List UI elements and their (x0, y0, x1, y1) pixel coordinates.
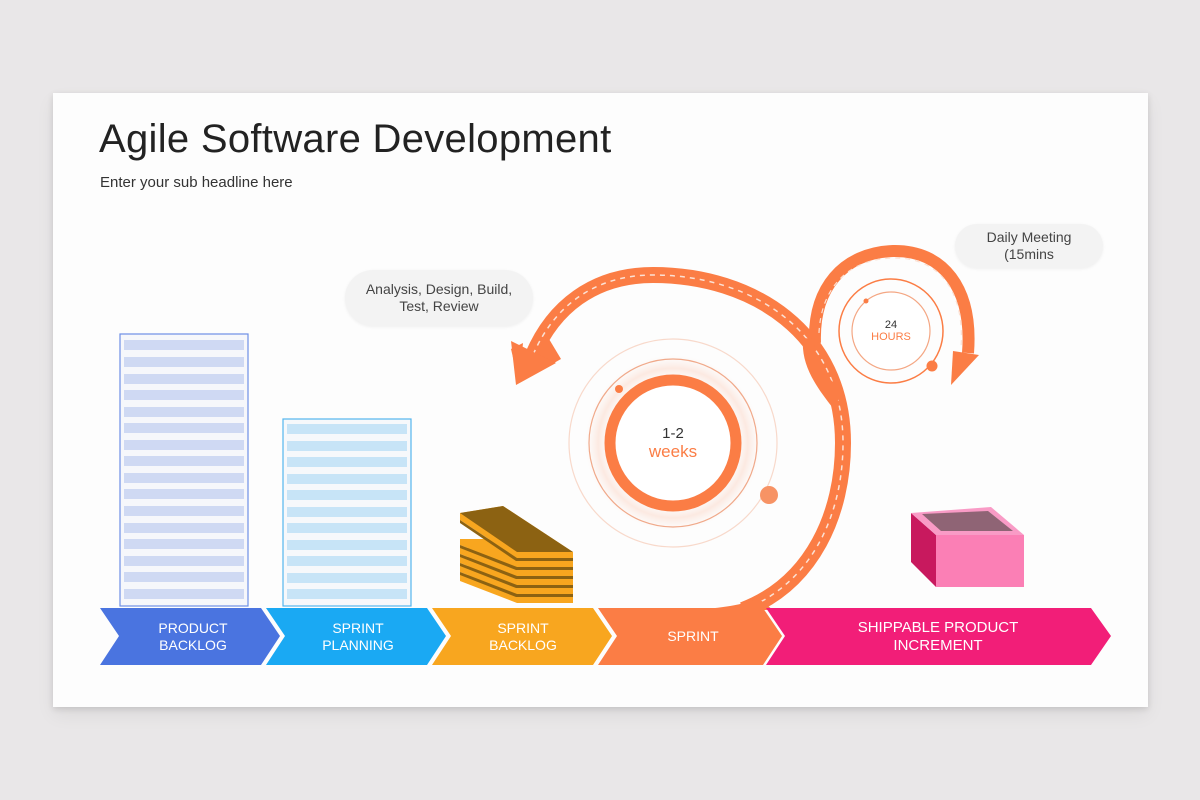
daily-meeting-line2: (15mins (1004, 246, 1054, 262)
diagram-artwork (100, 244, 1111, 665)
step-shippable-product-increment: SHIPPABLE PRODUCT INCREMENT (833, 608, 1043, 665)
daily-meeting-bubble: Daily Meeting (15mins (955, 224, 1103, 268)
step-product-backlog: PRODUCT BACKLOG (133, 608, 253, 665)
slide-subtitle: Enter your sub headline here (100, 174, 293, 191)
sprint-loop-arrow-icon (511, 266, 852, 618)
cycle-activities-line1: Analysis, Design, Build, (365, 281, 513, 297)
sprint-backlog-papers-icon (460, 506, 573, 603)
step-label-line2: PLANNING (322, 636, 394, 653)
step-label-line1: SPRINT (497, 619, 549, 636)
daily-cycle-rings (838, 278, 944, 384)
slide-title: Agile Software Development (99, 117, 612, 161)
daily-duration-value: 24 (884, 319, 898, 331)
daily-duration-unit: HOURS (871, 331, 911, 343)
step-label-line2: BACKLOG (159, 636, 227, 653)
sprint-duration-unit: weeks (648, 441, 698, 461)
sprint-duration-value: 1-2 (662, 424, 684, 442)
step-label-line1: PRODUCT (158, 619, 228, 636)
step-sprint-backlog: SPRINT BACKLOG (463, 608, 583, 665)
step-label-line2: BACKLOG (489, 636, 557, 653)
process-chevrons (100, 608, 1111, 665)
shippable-product-box-icon (911, 507, 1024, 587)
step-sprint-planning: SPRINT PLANNING (298, 608, 418, 665)
step-label-line1: SPRINT (667, 628, 719, 644)
sprint-duration-label: 1-2 weeks (623, 418, 723, 468)
daily-duration-label: 24 HOURS (861, 314, 921, 348)
step-sprint: SPRINT (633, 608, 753, 665)
step-label-line1: SPRINT (332, 619, 384, 636)
step-label-line1: SHIPPABLE PRODUCT (857, 618, 1019, 636)
sprint-cycle-rings (568, 338, 778, 548)
sprint-planning-document-icon (282, 418, 412, 607)
daily-loop-arrow-icon (802, 244, 979, 408)
product-backlog-document-icon (119, 333, 249, 607)
daily-meeting-line1: Daily Meeting (986, 229, 1072, 245)
slide: Agile Software Development Enter your su… (53, 93, 1148, 707)
cycle-activities-bubble: Analysis, Design, Build, Test, Review (345, 270, 533, 326)
cycle-activities-line2: Test, Review (399, 298, 479, 314)
step-label-line2: INCREMENT (893, 636, 983, 654)
